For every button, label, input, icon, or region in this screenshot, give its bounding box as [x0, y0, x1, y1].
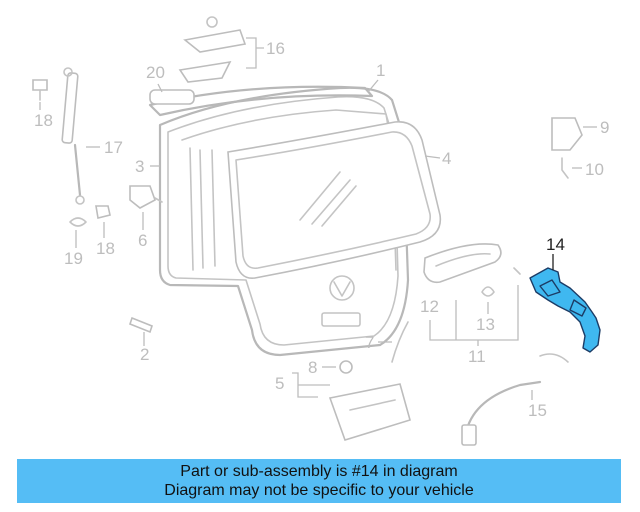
- callout-18-lower: 18: [96, 222, 115, 258]
- clip-19: [69, 217, 87, 227]
- part-14-highlighted: [529, 267, 601, 353]
- callout-12: 12: [420, 297, 439, 316]
- svg-text:6: 6: [138, 231, 147, 250]
- gas-strut: [61, 67, 85, 205]
- callout-2: 2: [140, 332, 149, 364]
- svg-text:17: 17: [104, 138, 123, 157]
- callout-15: 15: [528, 390, 547, 420]
- ball-stud-lower: [95, 205, 111, 219]
- svg-text:10: 10: [585, 160, 604, 179]
- striker-6: [129, 185, 163, 209]
- callout-7: 7: [365, 333, 392, 352]
- svg-text:18: 18: [96, 239, 115, 258]
- svg-text:19: 19: [64, 249, 83, 268]
- connector-10: [561, 157, 569, 179]
- svg-text:8: 8: [308, 358, 317, 377]
- svg-text:2: 2: [140, 345, 149, 364]
- bolt-8: [339, 360, 353, 374]
- svg-text:13: 13: [476, 315, 495, 334]
- callout-6: 6: [138, 212, 147, 250]
- svg-text:9: 9: [600, 118, 609, 137]
- callout-11: 11: [429, 285, 519, 366]
- callout-19: 19: [64, 230, 83, 268]
- svg-text:18: 18: [34, 111, 53, 130]
- callout-3: 3: [135, 157, 160, 176]
- ball-stud-upper: [32, 79, 48, 101]
- svg-text:20: 20: [146, 63, 165, 82]
- switch-13: [481, 286, 495, 297]
- callout-14: 14: [546, 235, 565, 270]
- bumper-stop: [149, 89, 195, 105]
- banner-line-1: Part or sub-assembly is #14 in diagram: [180, 463, 458, 480]
- callout-9: 9: [583, 118, 609, 137]
- callout-1: 1: [367, 61, 385, 93]
- callout-8: 8: [308, 358, 336, 377]
- svg-text:5: 5: [275, 374, 284, 393]
- handle-12: [423, 243, 502, 284]
- latch-5: [328, 383, 411, 441]
- callout-16: 16: [246, 37, 285, 69]
- svg-text:16: 16: [266, 39, 285, 58]
- svg-text:1: 1: [376, 61, 385, 80]
- liftgate-outline: [148, 85, 442, 357]
- svg-text:12: 12: [420, 297, 439, 316]
- callout-17: 17: [86, 138, 123, 157]
- callout-20: 20: [146, 63, 165, 93]
- svg-text:14: 14: [546, 235, 565, 254]
- callout-5: 5: [275, 372, 330, 398]
- callout-10: 10: [572, 160, 604, 179]
- cable-15: [461, 353, 569, 446]
- clip-11: [513, 267, 521, 275]
- info-banner: Part or sub-assembly is #14 in diagram D…: [17, 459, 621, 503]
- rod-7: [391, 321, 409, 363]
- svg-text:7: 7: [365, 333, 374, 352]
- hinge: [178, 16, 247, 83]
- svg-text:11: 11: [468, 347, 486, 366]
- callout-13: 13: [476, 302, 495, 334]
- callout-4: 4: [424, 149, 451, 168]
- bolt-2: [129, 316, 153, 334]
- callout-18-upper: 18: [34, 102, 53, 130]
- actuator-9: [551, 117, 583, 151]
- banner-line-2: Diagram may not be specific to your vehi…: [164, 482, 474, 499]
- svg-text:3: 3: [135, 157, 144, 176]
- svg-text:4: 4: [442, 149, 451, 168]
- svg-text:15: 15: [528, 401, 547, 420]
